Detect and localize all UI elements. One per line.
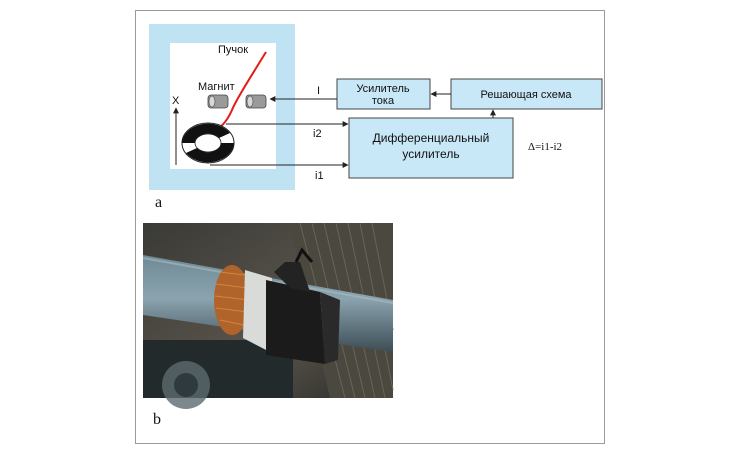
panel-b: b [142, 222, 394, 428]
signal-I-label: I [317, 85, 320, 97]
panel-a: Пучок Магнит X Усилитель тока Решающая с… [149, 24, 603, 211]
differential-amplifier-label-1: Дифференциальный [373, 131, 490, 145]
current-amplifier-label-2: тока [372, 95, 395, 107]
beam-pipe-photo [142, 222, 394, 409]
panel-b-label: b [153, 411, 161, 428]
magnet-label: Магнит [198, 81, 235, 93]
signal-i1-label: i1 [315, 170, 324, 182]
difference-formula: Δ=i1-i2 [528, 141, 562, 153]
current-amplifier-box [336, 78, 431, 110]
differential-amplifier-box [348, 117, 514, 179]
decision-circuit-label: Решающая схема [480, 89, 572, 101]
differential-amplifier-label-2: усилитель [402, 147, 459, 161]
x-axis-label: X [172, 95, 180, 107]
beam-label: Пучок [218, 44, 248, 56]
magnet-icon [207, 94, 267, 109]
split-ring-sensor [181, 122, 235, 164]
signal-i2-label: i2 [313, 128, 322, 140]
current-amplifier-label-1: Усилитель [356, 83, 410, 95]
panel-a-label: a [155, 194, 162, 211]
